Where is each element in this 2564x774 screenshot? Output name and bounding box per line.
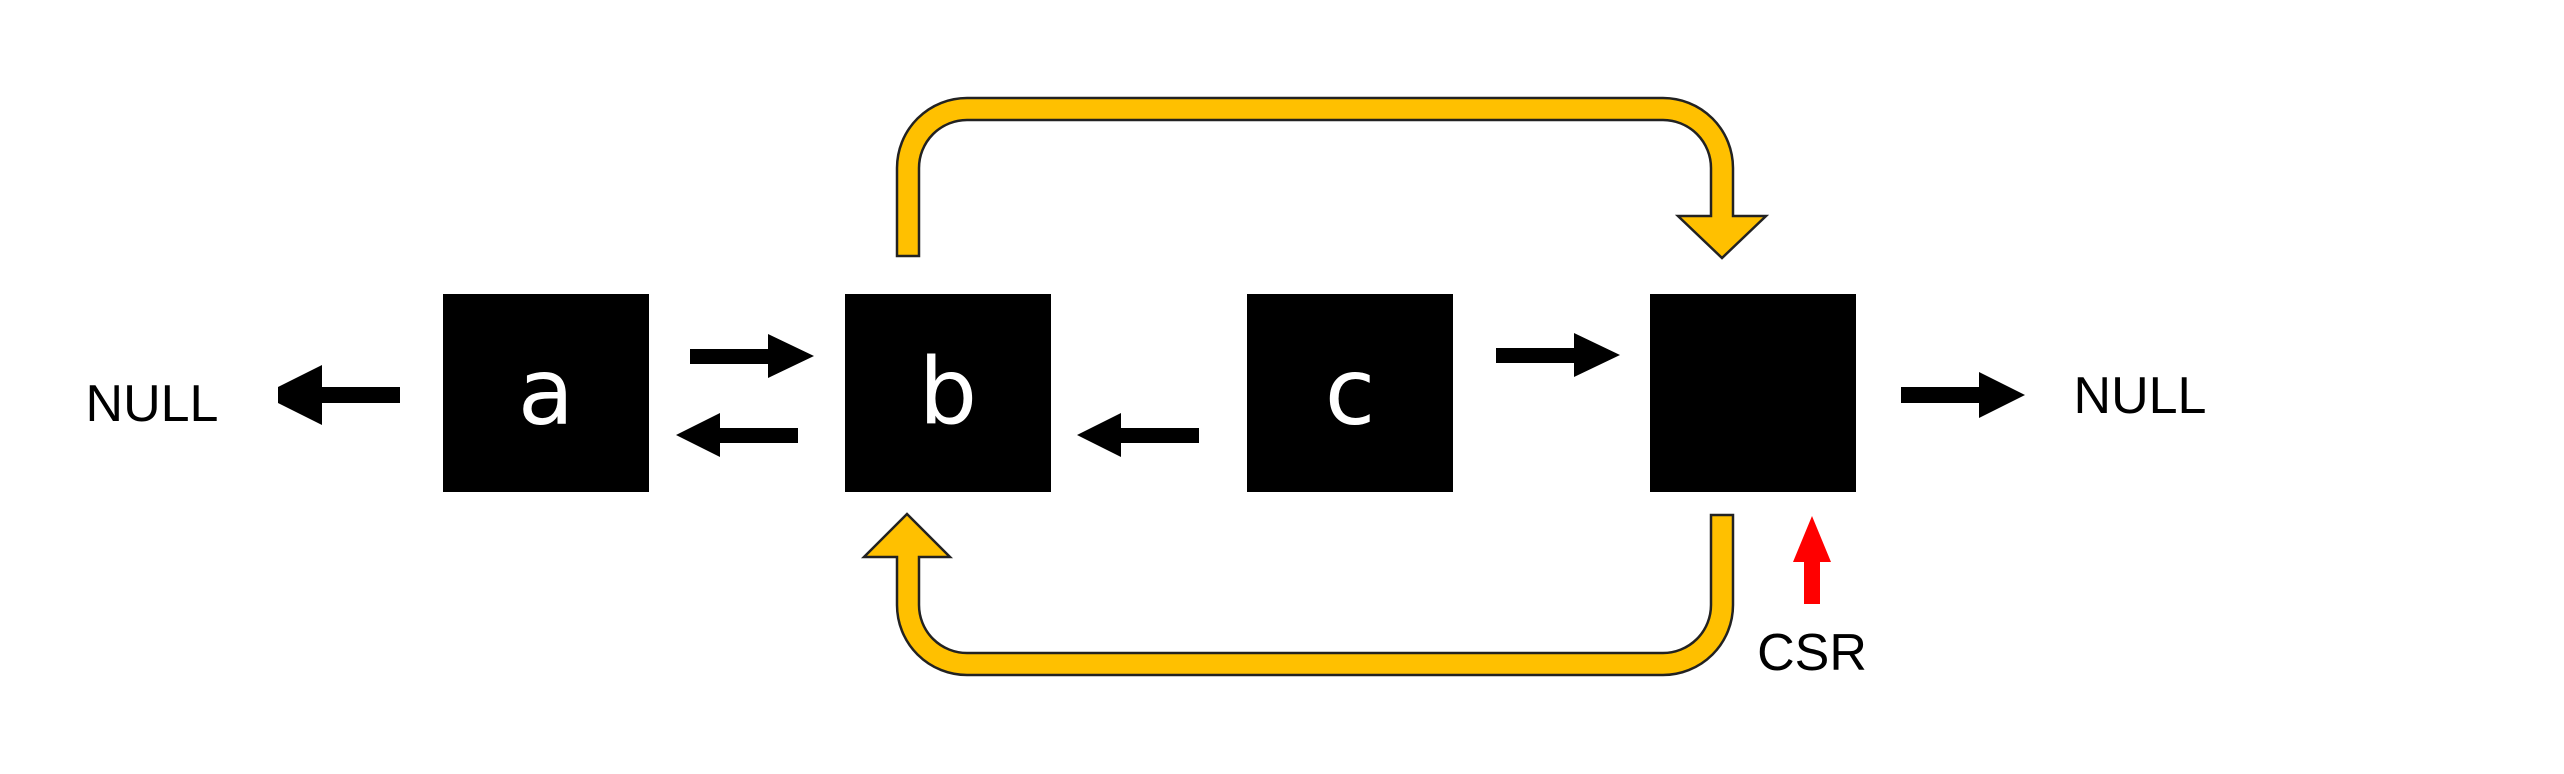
red-up-arrow-icon <box>1793 516 1831 604</box>
curved-arrow-b-to-d-icon <box>895 96 1770 260</box>
arrow-c-to-b <box>1077 413 1199 457</box>
pointer-label: CSR <box>1757 624 1867 682</box>
node-a-label: a <box>518 338 574 445</box>
arrow-d-to-null <box>1901 372 2025 418</box>
arrow-c-to-d <box>1496 333 1620 377</box>
node-a: a <box>443 294 649 492</box>
node-d <box>1650 294 1856 492</box>
node-b: b <box>845 294 1051 492</box>
arrow-a-to-null <box>278 365 400 425</box>
null-left-label: NULL <box>86 375 219 433</box>
curved-arrow-d-to-b-icon <box>860 512 1735 677</box>
node-c: c <box>1247 294 1453 492</box>
node-b-label: b <box>919 338 977 445</box>
arrow-b-to-a <box>676 413 798 457</box>
arrow-a-to-b <box>690 334 814 378</box>
null-right-label: NULL <box>2074 367 2207 425</box>
node-c-label: c <box>1325 338 1376 445</box>
